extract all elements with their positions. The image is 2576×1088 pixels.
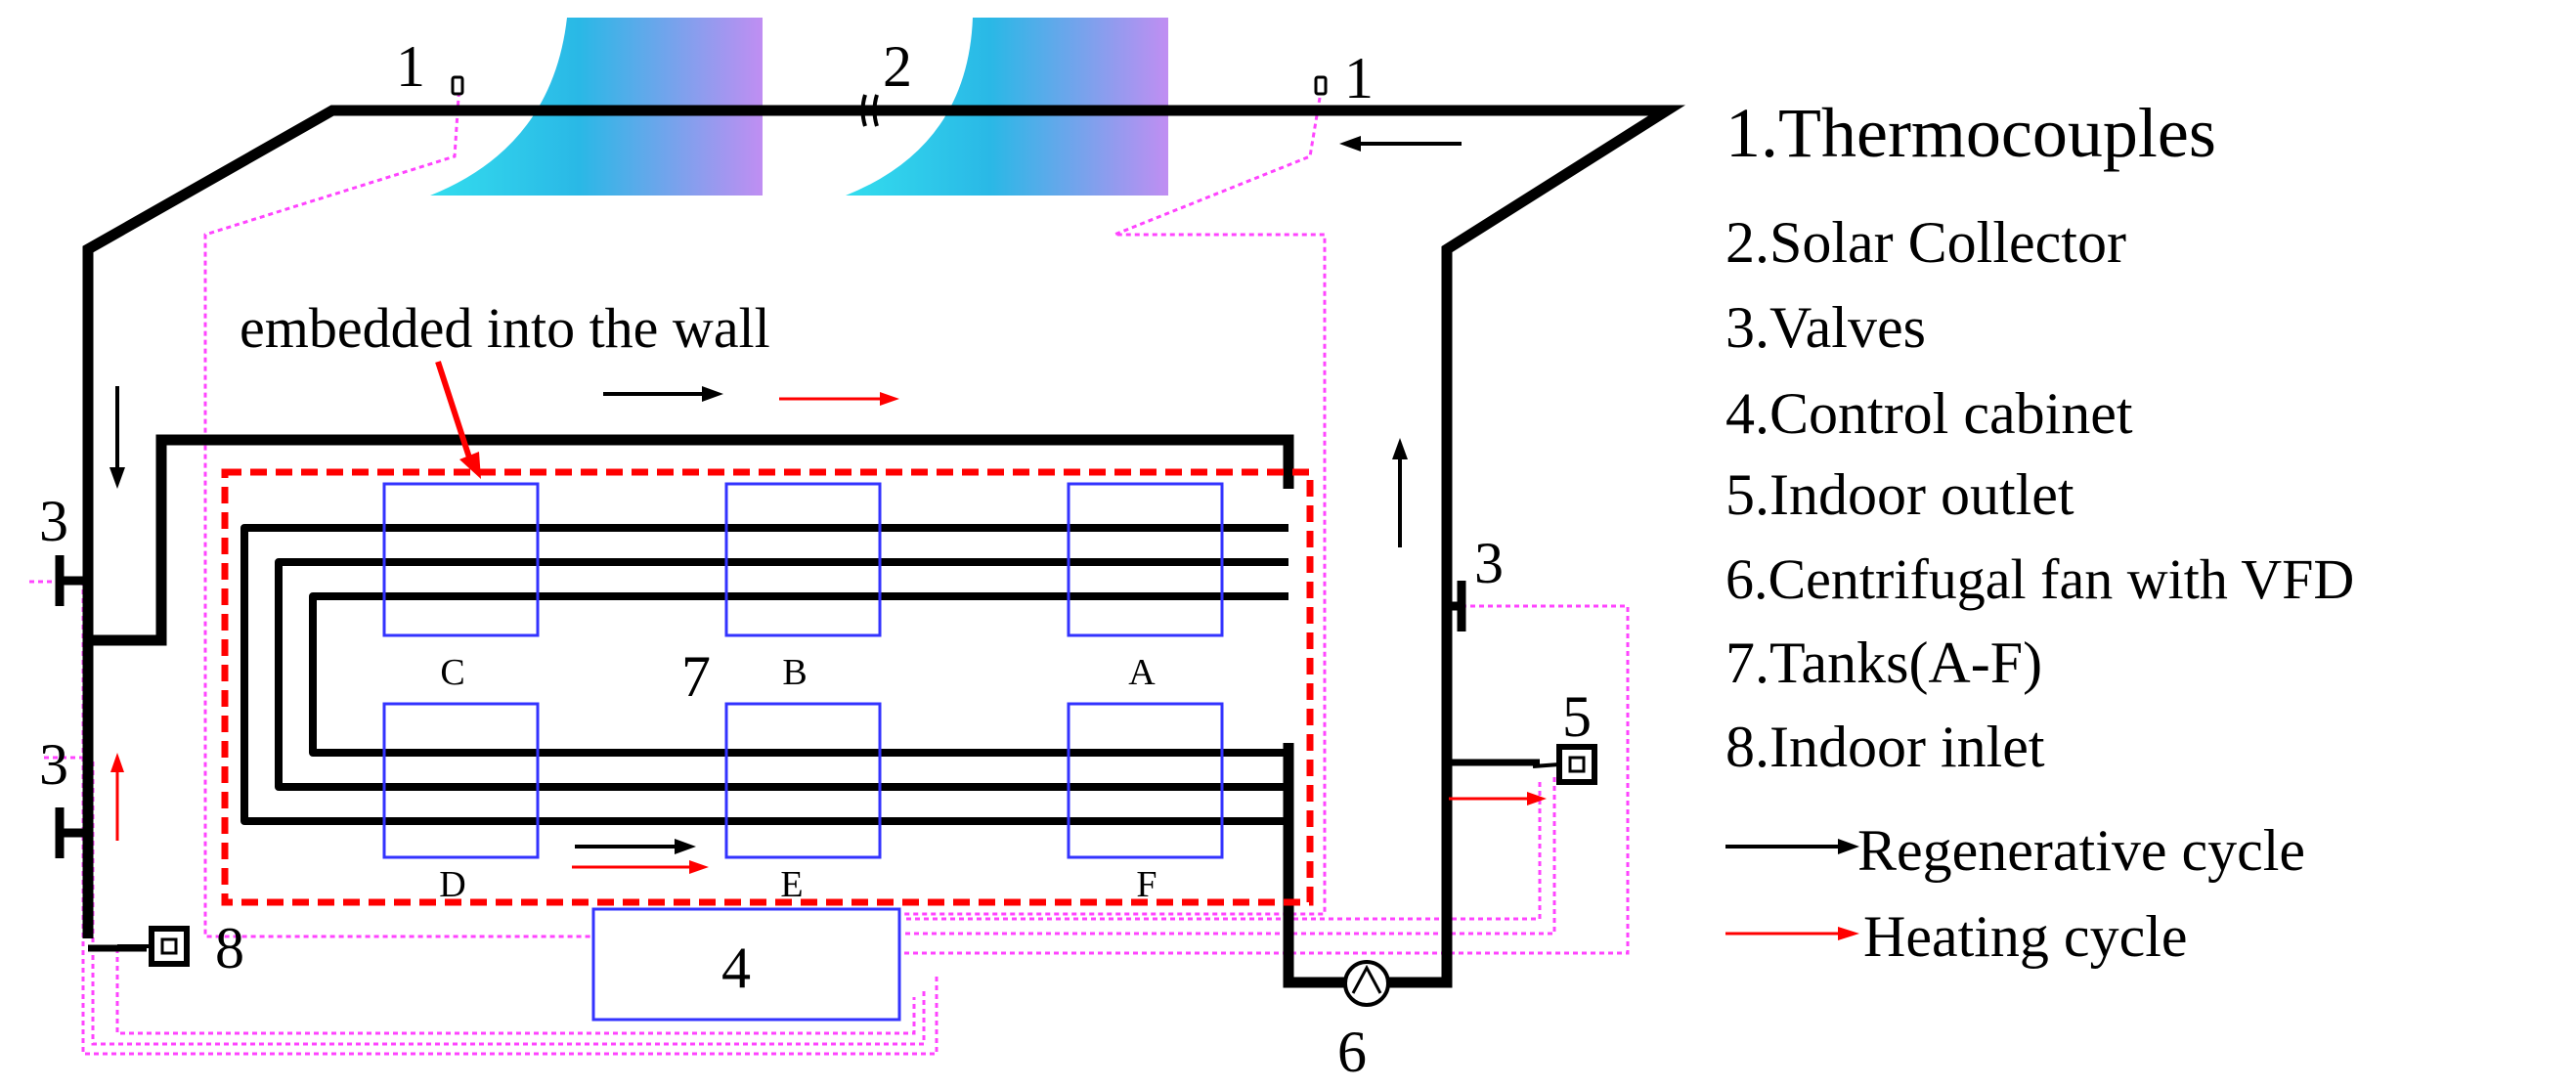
inlet-fitting-icon — [117, 926, 190, 967]
label-collector: 2 — [883, 34, 912, 99]
label-thermocouple-left: 1 — [396, 34, 425, 99]
legend-item-thermocouples: 1.Thermocouples — [1725, 94, 2216, 172]
annotation-pointer — [435, 361, 481, 479]
tank-label-a: A — [1128, 652, 1156, 693]
label-outlet: 5 — [1562, 684, 1592, 749]
tanks — [382, 482, 1224, 859]
legend-item-indoor-inlet: 8.Indoor inlet — [1725, 715, 2045, 779]
legend-item-solar-collector: 2.Solar Collector — [1725, 210, 2126, 275]
label-thermocouple-right: 1 — [1344, 46, 1374, 110]
tank-letters: C B A D E F — [439, 652, 1157, 905]
tank-label-e: E — [780, 864, 803, 905]
tank-c — [382, 482, 540, 637]
control-cabinet — [591, 907, 901, 1022]
label-inlet: 8 — [215, 916, 244, 980]
thermocouple-right-icon — [1314, 75, 1328, 96]
serpentine-pipe — [240, 524, 1288, 825]
thermocouple-left-icon — [451, 75, 464, 96]
label-valve-right: 3 — [1474, 531, 1504, 595]
label-fan: 6 — [1337, 1020, 1367, 1084]
duct-main-loop — [82, 105, 1686, 988]
label-cabinet: 4 — [721, 936, 751, 1000]
component-labels: 1 2 1 3 3 3 5 8 7 4 6 — [39, 34, 1592, 1084]
air-duct — [82, 105, 1686, 988]
tank-d — [382, 702, 540, 859]
tank-a — [1067, 482, 1224, 637]
legend: 1.Thermocouples 2.Solar Collector 3.Valv… — [1725, 94, 2354, 969]
legend-item-indoor-outlet: 5.Indoor outlet — [1725, 462, 2074, 527]
valves — [55, 555, 1466, 858]
duct-branch-left — [88, 434, 1294, 646]
tank-label-d: D — [439, 864, 465, 905]
legend-heating-cycle: Heating cycle — [1863, 904, 2188, 969]
legend-item-centrifugal-fan: 6.Centrifugal fan with VFD — [1725, 547, 2354, 611]
outlet-fitting-icon — [1532, 744, 1597, 785]
wall-annotation: embedded into the wall — [240, 296, 770, 360]
label-valve-lower-left: 3 — [39, 732, 68, 797]
label-tanks: 7 — [681, 644, 711, 709]
tank-label-f: F — [1136, 864, 1157, 905]
legend-regenerative-arrow-icon — [1725, 839, 1859, 854]
legend-heating-arrow-icon — [1725, 927, 1859, 940]
legend-item-tanks: 7.Tanks(A-F) — [1725, 631, 2042, 695]
tank-label-c: C — [440, 652, 464, 693]
label-valve-upper-left: 3 — [39, 489, 68, 553]
heating-flow-arrows — [110, 392, 1547, 874]
tank-b — [724, 482, 882, 637]
tank-f — [1067, 702, 1224, 859]
regenerative-flow-arrows — [109, 136, 1462, 854]
thermocouples — [451, 75, 1328, 96]
legend-item-control-cabinet: 4.Control cabinet — [1725, 381, 2133, 446]
legend-item-valves: 3.Valves — [1725, 295, 1926, 360]
collector-joint-icon — [860, 94, 879, 127]
tank-label-b: B — [782, 652, 807, 693]
tank-e — [724, 702, 882, 859]
legend-regenerative-cycle: Regenerative cycle — [1857, 818, 2305, 883]
wall-boundary — [221, 468, 1314, 906]
centrifugal-fan-icon — [1343, 960, 1390, 1007]
